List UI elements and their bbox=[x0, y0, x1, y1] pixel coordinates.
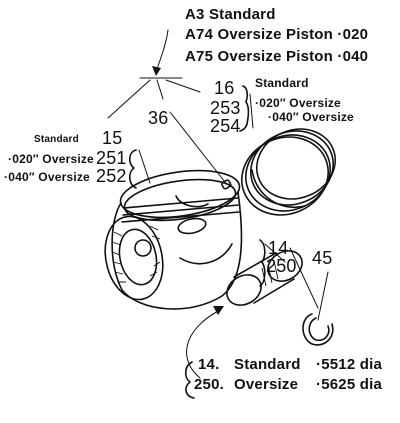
circlip-icon bbox=[302, 313, 334, 346]
piston-rings-icon bbox=[240, 128, 337, 216]
piston-icon bbox=[104, 169, 243, 310]
gudgeon-number-250: 250 bbox=[266, 256, 297, 276]
ring-number-16: 16 bbox=[214, 78, 235, 98]
piston-label-standard: Standard bbox=[34, 134, 79, 145]
ring-number-253: 253 bbox=[210, 98, 241, 118]
ring-desc-040: ·040″ Oversize bbox=[268, 110, 354, 124]
gudgeon-pin-icon bbox=[226, 250, 303, 306]
top-callout-line2: A74 Oversize Piston ·020 bbox=[185, 26, 369, 43]
pin-ref-36: 36 bbox=[148, 108, 169, 128]
piston-label-020: ·020″ Oversize bbox=[8, 152, 94, 166]
bottom-line1-label: Standard bbox=[234, 356, 301, 373]
piston-number-251: 251 bbox=[96, 148, 127, 168]
piston-number-15: 15 bbox=[102, 128, 123, 148]
bottom-line1-number: 14. bbox=[198, 356, 220, 373]
bottom-line1-dia: ·5512 dia bbox=[316, 356, 383, 373]
ring-desc-standard: Standard bbox=[255, 76, 309, 90]
piston-label-040: ·040″ Oversize bbox=[4, 170, 90, 184]
ring-number-254: 254 bbox=[210, 116, 241, 136]
gudgeon-number-14: 14 bbox=[268, 238, 289, 258]
bottom-line2-label: Oversize bbox=[234, 376, 299, 393]
bottom-line2-dia: ·5625 dia bbox=[316, 376, 383, 393]
piston-number-252: 252 bbox=[96, 166, 127, 186]
ring-desc-020: ·020″ Oversize bbox=[255, 96, 341, 110]
top-callout-line1: A3 Standard bbox=[185, 6, 276, 23]
circlip-ref-45: 45 bbox=[312, 248, 333, 268]
top-callout-line3: A75 Oversize Piston ·040 bbox=[185, 48, 369, 65]
bottom-line2-number: 250. bbox=[194, 376, 224, 393]
leader-lines bbox=[107, 29, 329, 379]
pin-36-icon bbox=[220, 179, 232, 190]
brackets bbox=[128, 85, 266, 399]
